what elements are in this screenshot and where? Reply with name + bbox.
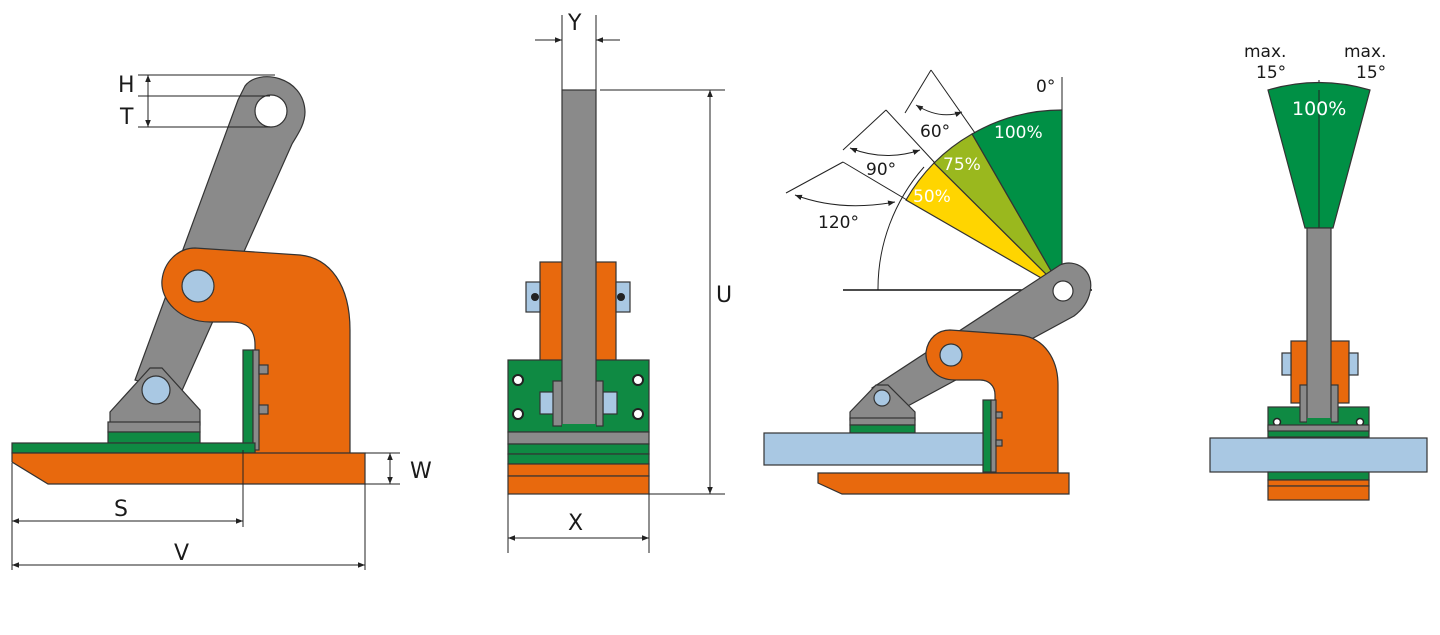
angle-view: 60° 90° 120° 0° 100% 75% 50% [763,69,1092,495]
tilt-grey-strip [1267,424,1370,432]
tilt-right-line2: 15° [1356,63,1386,83]
angled-pivot-pin [939,343,963,367]
angled-bracket-green [849,424,916,434]
angled-jaw-bolt-1 [995,411,1003,419]
cam-left-dot [531,293,539,301]
grey-plate [507,431,650,445]
block-bolt-3 [632,374,644,386]
block-bolt-1 [512,374,524,386]
orange-base-1 [507,463,650,477]
dim-label-y: Y [567,11,582,36]
dim-label-s: S [114,497,128,522]
sector-100 [971,109,1063,293]
bracket-green [107,431,201,444]
tilt-workpiece [1209,437,1428,473]
inner-cam-left [539,391,555,415]
bracket-plate [107,421,201,433]
tilt-base-2 [1267,485,1370,501]
tilt-left-line2: 15° [1256,63,1286,83]
tilt-lower-green [1267,471,1370,481]
lower-jaw-pad [11,442,256,454]
dim-label-t: T [119,105,134,130]
angled-bracket-pin [873,389,891,407]
jaw-plate [252,349,260,451]
angle-label-60: 60° [920,122,950,142]
angled-base-jaw [817,472,1070,495]
green-layer-1 [507,443,650,455]
jaw-bolt-1 [258,364,269,375]
jaw-pad-vertical [242,349,254,451]
angle-label-0: 0° [1036,77,1055,97]
lifting-arm [134,76,306,396]
capacity-label-100: 100% [994,123,1043,143]
tilt-capacity-label: 100% [1292,98,1346,120]
angle-label-120: 120° [818,213,859,233]
tilt-cam-right [1348,352,1359,376]
tilt-arm [1306,227,1332,422]
dim-label-u: U [716,283,732,308]
angled-clamp-body [925,329,1059,474]
workpiece-plate [763,432,984,466]
pivot-pin [181,269,215,303]
base-jaw [11,452,366,485]
arm-foot [562,424,596,430]
dim-label-w: W [410,459,432,484]
inner-cam-right [602,391,618,415]
green-layer-2 [507,453,650,465]
block-bolt-2 [512,408,524,420]
angled-jaw-pad [982,399,992,473]
capacity-label-50: 50% [913,187,951,207]
front-view: Y U X [507,11,732,553]
jaw-bolt-2 [258,404,269,415]
dim-label-v: V [174,541,189,566]
lifting-eye-hole [254,94,288,128]
orange-base-2 [507,475,650,495]
arc-120 [877,166,925,291]
angle-label-90: 90° [866,160,896,180]
tilt-view: 100% max. 15° max. 15° [1209,42,1428,501]
cam-right-dot [617,293,625,301]
side-view: H T W S V [11,73,432,570]
block-bolt-4 [632,408,644,420]
capacity-label-75: 75% [943,155,981,175]
arm-front [561,89,597,427]
dim-label-h: H [118,73,135,98]
tilt-arm-foot [1307,418,1331,423]
tilt-base-1 [1267,479,1370,487]
angled-bracket-plate [849,417,916,426]
tilted-eye-hole [1052,280,1074,302]
tilt-right-line1: max. [1344,42,1386,62]
dim-label-x: X [568,511,583,536]
tilt-left-line1: max. [1244,42,1286,62]
angled-jaw-plate [990,399,997,473]
tilt-cam-left [1281,352,1292,376]
bracket-pin [141,375,171,405]
angled-jaw-bolt-2 [995,439,1003,447]
